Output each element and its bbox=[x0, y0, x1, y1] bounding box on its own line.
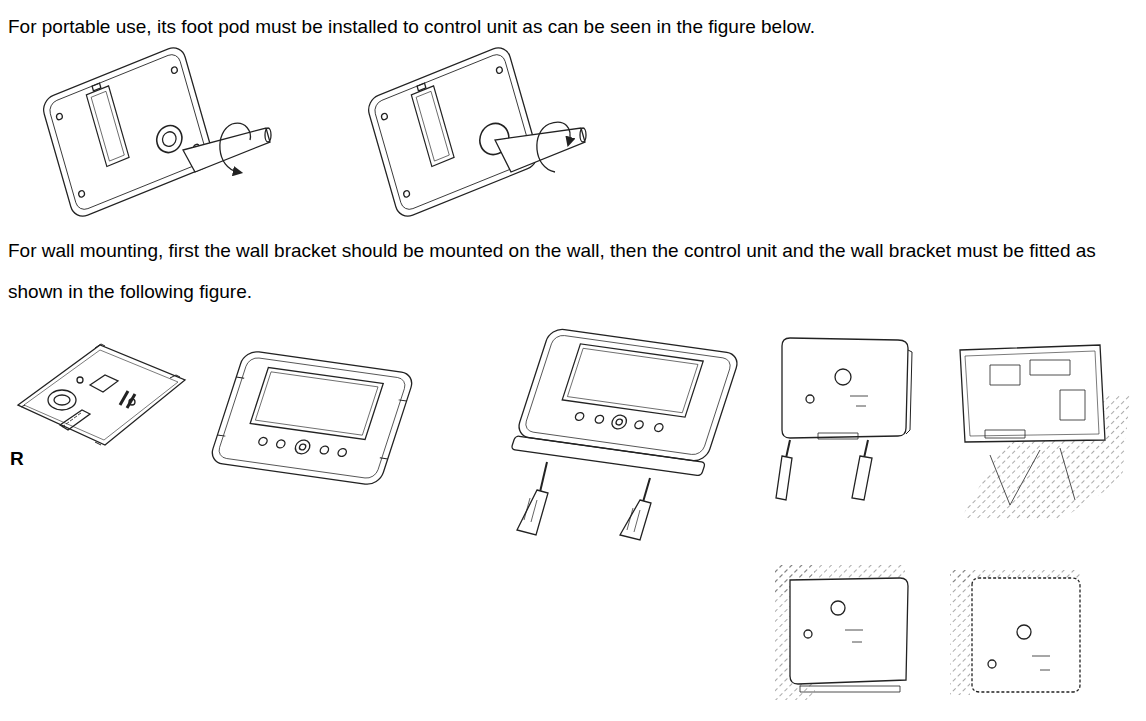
foot-pod-figure bbox=[40, 44, 271, 221]
figure-letter: R bbox=[10, 446, 24, 472]
instruction-text: For portable use, its foot pod must be i… bbox=[8, 14, 1138, 40]
wall-bracket bbox=[18, 344, 185, 445]
bracket-on-wall bbox=[960, 345, 1130, 520]
control-unit bbox=[209, 350, 416, 486]
thermostat-unit bbox=[776, 338, 912, 500]
foot-pod-figure bbox=[365, 44, 586, 221]
instruction-text: For wall mounting, first the wall bracke… bbox=[8, 230, 1138, 312]
unit-on-bracket bbox=[511, 328, 741, 540]
unit-on-wall bbox=[775, 565, 1080, 700]
